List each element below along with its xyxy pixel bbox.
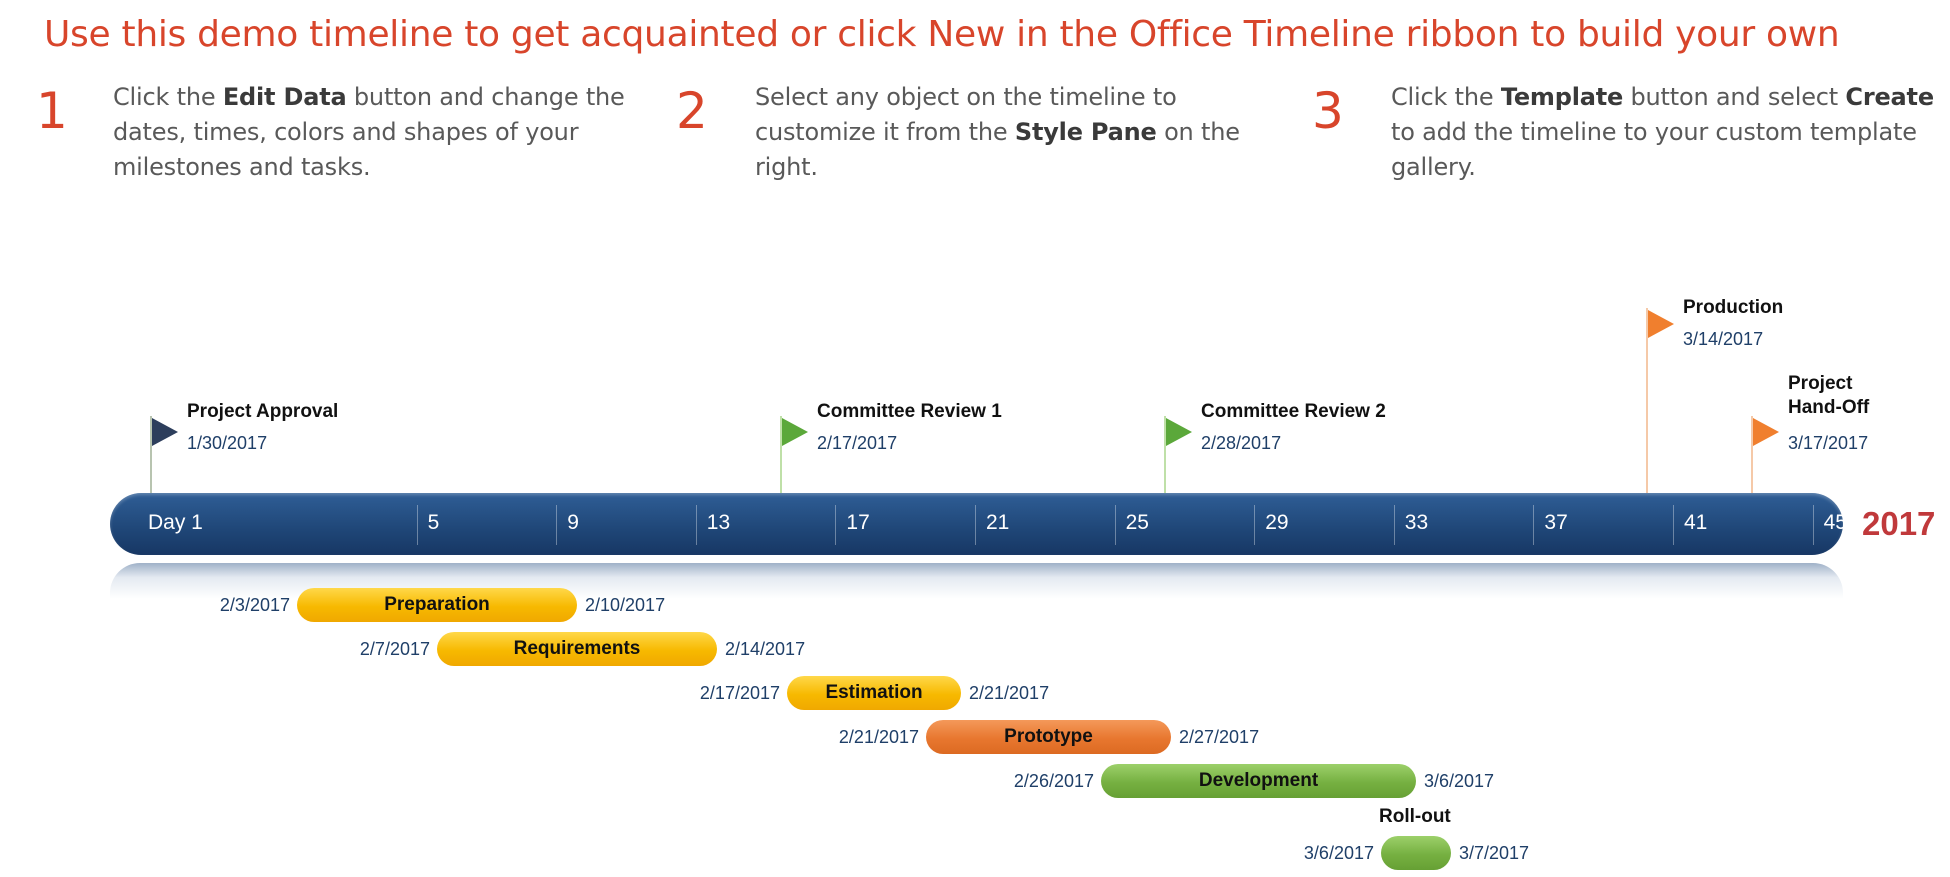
milestone-pole	[1751, 416, 1753, 493]
milestone-title[interactable]: Production	[1683, 297, 1784, 318]
milestone-flag-icon[interactable]	[1753, 418, 1779, 446]
task-end-date: 3/7/2017	[1459, 843, 1530, 863]
task-start-date: 3/6/2017	[1303, 843, 1374, 863]
milestone-date: 1/30/2017	[187, 433, 268, 453]
headline: Use this demo timeline to get acquainted…	[44, 14, 1840, 55]
tick-separator	[416, 505, 418, 545]
step-text-line: right.	[755, 150, 1240, 185]
step-1-text: Click the Edit Data button and change th…	[113, 80, 625, 185]
step-text-bold: Template	[1500, 83, 1624, 111]
task-start-date: 2/7/2017	[359, 639, 430, 659]
task-start-date: 2/21/2017	[838, 727, 919, 747]
step-text-line: Click the Template button and select Cre…	[1391, 80, 1934, 115]
tick-label: 21	[986, 511, 1010, 534]
step-text-line: milestones and tasks.	[113, 150, 625, 185]
step-text-run: right.	[755, 153, 818, 181]
task-end-date: 2/10/2017	[585, 595, 666, 615]
tick-label: 17	[846, 511, 870, 534]
step-text-run: customize it from the	[755, 118, 1015, 146]
milestone-date: 3/14/2017	[1683, 329, 1764, 349]
step-text-run: Click the	[113, 83, 223, 111]
task-bar[interactable]: Development	[1101, 764, 1416, 798]
milestone-pole	[780, 416, 782, 493]
tick-separator	[1673, 505, 1674, 545]
step-text-run: gallery.	[1391, 153, 1476, 181]
tick-label: Day 1	[148, 511, 203, 534]
milestone-date: 2/17/2017	[817, 433, 898, 453]
step-3-number: 3	[1312, 82, 1344, 140]
step-2-number: 2	[676, 82, 708, 140]
milestone-title[interactable]: Project Hand-Off	[1788, 373, 1870, 418]
step-text-bold: Style Pane	[1014, 118, 1157, 146]
step-text-line: Select any object on the timeline to	[755, 80, 1240, 115]
step-text-run: Select any object on the timeline to	[755, 83, 1177, 111]
step-text-run: milestones and tasks.	[113, 153, 371, 181]
milestone-date: 3/17/2017	[1788, 433, 1869, 453]
step-2-text: Select any object on the timeline to cust…	[755, 80, 1240, 185]
tick-separator	[1114, 505, 1116, 545]
step-text-run: button and change the	[346, 83, 625, 111]
task-bar[interactable]: Requirements	[437, 632, 717, 666]
step-text-line: customize it from the Style Pane on the	[755, 115, 1240, 150]
tick-separator	[1393, 505, 1395, 545]
milestone-flag-icon[interactable]	[782, 418, 808, 446]
step-text-line: gallery.	[1391, 150, 1934, 185]
task-label: Roll-out	[1379, 806, 1451, 827]
tick-label: 33	[1404, 511, 1429, 534]
step-text-line: dates, times, colors and shapes of your	[113, 115, 625, 150]
tick-label: 41	[1684, 511, 1708, 534]
task-end-date: 2/14/2017	[725, 639, 806, 659]
tick-separator	[1533, 505, 1535, 545]
milestone-title[interactable]: Committee Review 2	[1201, 401, 1386, 422]
step-text-bold: Edit Data	[222, 83, 347, 111]
tick-label: 5	[427, 511, 440, 534]
tick-label: 9	[567, 511, 579, 534]
milestone-flag-icon[interactable]	[1166, 418, 1192, 446]
task-bar[interactable]: Preparation	[297, 588, 577, 622]
step-text-run: dates, times, colors and shapes of your	[113, 118, 579, 146]
milestone-title[interactable]: Project Approval	[187, 401, 339, 422]
task-bar[interactable]	[1381, 836, 1451, 870]
task-end-date: 2/27/2017	[1179, 727, 1260, 747]
task-end-date: 2/21/2017	[969, 683, 1050, 703]
milestone-flag-icon[interactable]	[152, 418, 178, 446]
task-start-date: 2/3/2017	[219, 595, 290, 615]
milestone-date: 2/28/2017	[1201, 433, 1282, 453]
milestone-pole	[1164, 416, 1166, 493]
timeband[interactable]	[110, 493, 1843, 555]
tick-separator	[975, 505, 976, 545]
tick-label: 37	[1544, 511, 1568, 534]
step-text-line: Click the Edit Data button and change th…	[113, 80, 625, 115]
milestone-pole	[1646, 308, 1648, 493]
tick-separator	[835, 505, 837, 545]
tick-label: 29	[1265, 511, 1289, 534]
year-label: 2017	[1862, 505, 1936, 542]
milestone-pole	[150, 416, 152, 493]
step-3-text: Click the Template button and select Cre…	[1391, 80, 1934, 185]
step-text-bold: Create	[1845, 83, 1934, 111]
tick-label: 45	[1823, 511, 1847, 534]
tick-separator	[1254, 505, 1256, 545]
tick-separator	[695, 505, 697, 545]
task-start-date: 2/26/2017	[1013, 771, 1094, 791]
tick-label: 13	[706, 511, 731, 534]
task-end-date: 3/6/2017	[1424, 771, 1495, 791]
step-text-run: on the	[1156, 118, 1240, 146]
tick-separator	[556, 505, 558, 545]
task-bar[interactable]: Estimation	[787, 676, 961, 710]
step-text-line: to add the timeline to your custom templ…	[1391, 115, 1934, 150]
step-text-run: button and select	[1623, 83, 1846, 111]
milestone-title[interactable]: Committee Review 1	[817, 401, 1002, 422]
task-bar[interactable]: Prototype	[926, 720, 1171, 754]
step-1-number: 1	[36, 82, 68, 140]
task-start-date: 2/17/2017	[699, 683, 780, 703]
step-text-run: to add the timeline to your custom templ…	[1391, 118, 1917, 146]
step-text-run: Click the	[1391, 83, 1501, 111]
tick-label: 25	[1125, 511, 1149, 534]
tick-separator	[1812, 505, 1814, 545]
milestone-flag-icon[interactable]	[1648, 310, 1674, 338]
